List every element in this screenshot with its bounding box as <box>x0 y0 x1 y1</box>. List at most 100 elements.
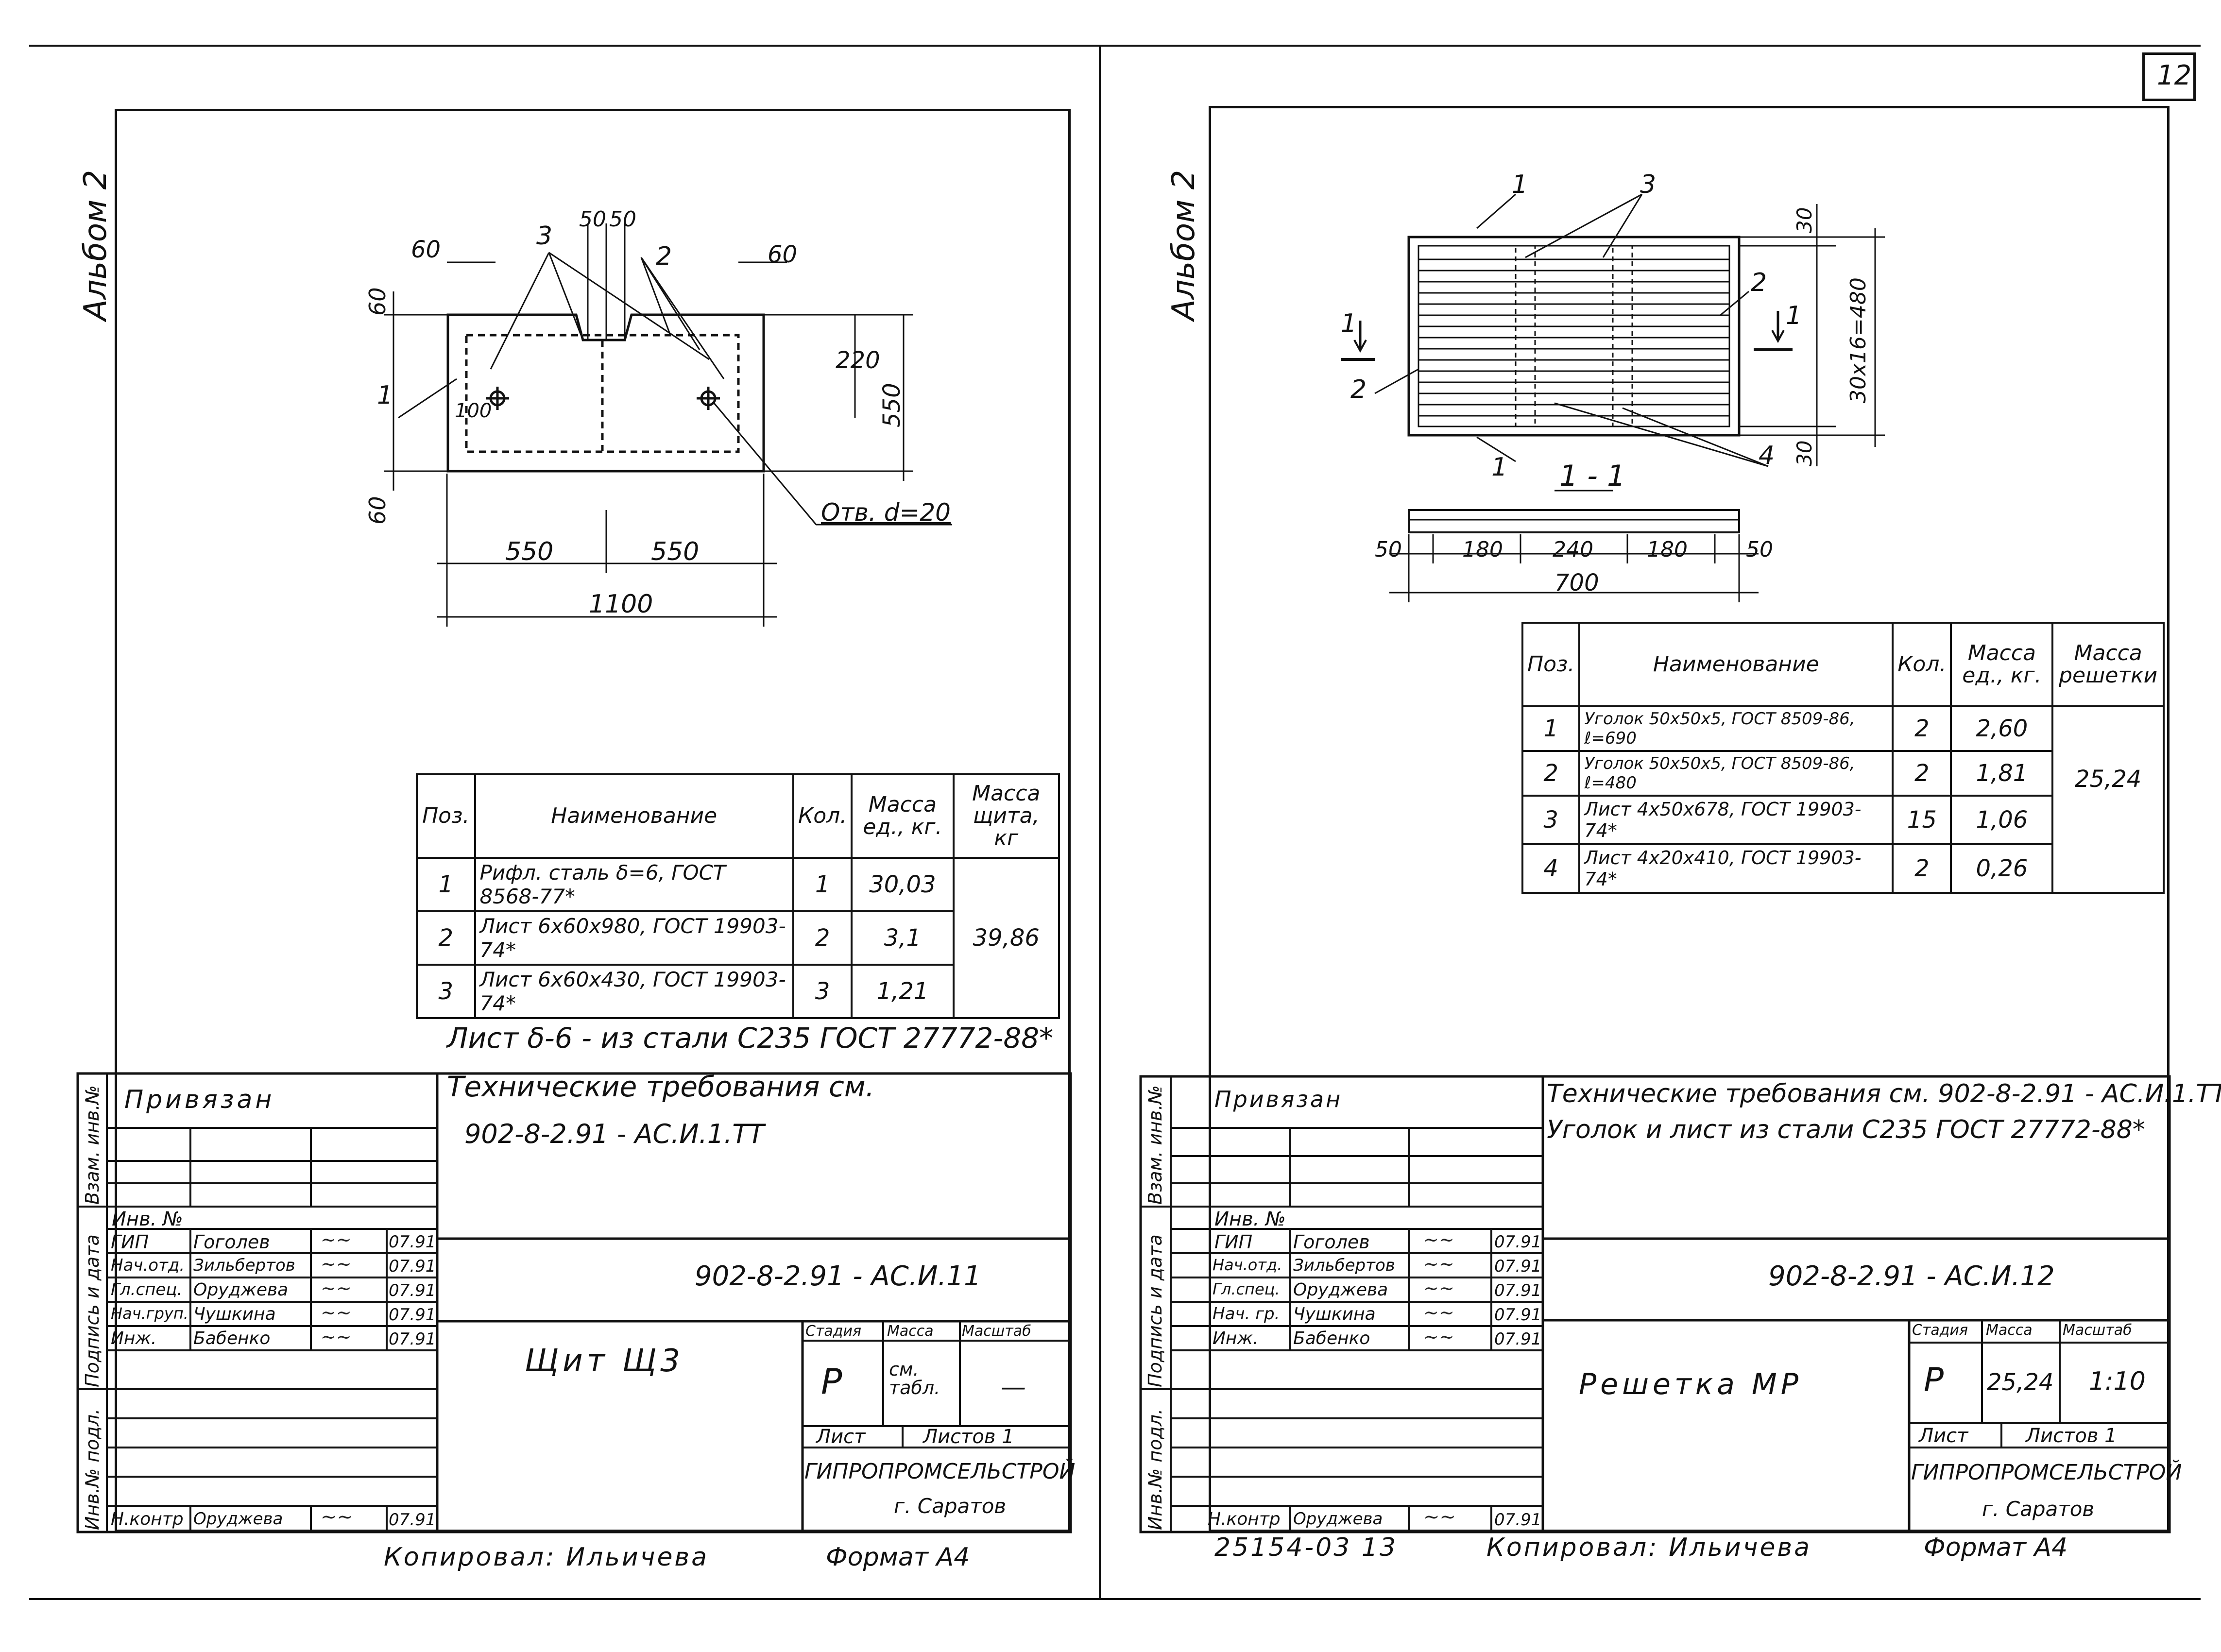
left-city: г. Саратов <box>894 1494 1007 1518</box>
table-row: 3 Лист 4х50х678, ГОСТ 19903-74* 15 1,06 <box>1521 795 2164 845</box>
right-drawing-title: Решетка МР <box>1579 1367 1802 1401</box>
right-archive-number: 25154-03 13 <box>1214 1533 1398 1562</box>
signer-date: 07.91 <box>389 1232 436 1252</box>
cut-mark-right: 1 <box>1786 301 1802 330</box>
hdr-qty: Кол. <box>1892 622 1952 707</box>
dim-60-top-left: 60 <box>411 236 441 263</box>
left-scale-value: — <box>1001 1373 1026 1402</box>
right-note-2: Уголок и лист из стали С235 ГОСТ 27772-8… <box>1547 1115 2145 1144</box>
signer-role: Гл.спец. <box>1213 1280 1280 1298</box>
dim-100: 100 <box>455 400 492 422</box>
cut-mark-left: 1 <box>1341 309 1357 338</box>
callout-1-bottom: 1 <box>1491 453 1508 482</box>
nkontr-role: Н.контр <box>111 1509 184 1529</box>
row-name: Уголок 50х50х5, ГОСТ 8509-86, ℓ=690 <box>1578 705 1894 752</box>
left-stage-header: Стадия <box>805 1323 862 1340</box>
signer-role: Нач.отд. <box>1213 1256 1282 1274</box>
right-copied-by: Копировал: Ильичева <box>1486 1533 1811 1562</box>
signer-date: 07.91 <box>1494 1232 1542 1252</box>
signature-image: ~~ <box>321 1253 352 1275</box>
signer-role: Нач.груп. <box>111 1304 188 1323</box>
signature-image: ~~ <box>321 1326 352 1347</box>
page-number: 12 <box>2157 60 2192 91</box>
dim-240: 240 <box>1553 537 1593 562</box>
row-qty: 2 <box>1892 750 1952 797</box>
row-mass: 0,26 <box>1950 843 2054 894</box>
table-row: 4 Лист 4х20х410, ГОСТ 19903-74* 2 0,26 <box>1521 843 2164 894</box>
signer-date: 07.91 <box>389 1281 436 1300</box>
row-pos: 3 <box>1521 795 1581 845</box>
row-mass: 2,60 <box>1950 705 2054 752</box>
right-mass-header: Масса <box>1986 1322 2033 1339</box>
nkontr-date: 07.91 <box>389 1510 436 1530</box>
left-privyazan: Привязан <box>124 1085 275 1114</box>
signer-name: Гоголев <box>193 1231 270 1253</box>
signature-image: ~~ <box>321 1277 352 1299</box>
right-org: ГИПРОПРОМСЕЛЬСТРОЙ <box>1911 1460 2182 1485</box>
callout-1: 1 <box>377 381 393 410</box>
hole-label: Отв. d=20 <box>821 498 951 527</box>
right-doc-code: 902-8-2.91 - АС.И.12 <box>1768 1260 2055 1292</box>
signer-role: ГИП <box>111 1231 149 1253</box>
dim-50-right: 50 <box>1746 537 1773 562</box>
callout-2: 2 <box>656 242 672 271</box>
left-note-2: Технические требования см. <box>447 1070 875 1103</box>
dim-30-bottom: 30 <box>1793 440 1816 466</box>
left-inv-no: Инв. № <box>112 1208 183 1230</box>
right-privyazan: Привязан <box>1214 1086 1343 1112</box>
signature-image: ~~ <box>1423 1302 1454 1323</box>
signer-date: 07.91 <box>1494 1281 1542 1300</box>
right-sheets-label: Листов 1 <box>2026 1425 2117 1447</box>
hdr-name: Наименование <box>1578 622 1894 707</box>
left-note-3: 902-8-2.91 - АС.И.1.ТТ <box>464 1119 765 1149</box>
row-pos: 1 <box>416 857 476 912</box>
left-note-1: Лист δ-6 - из стали С235 ГОСТ 27772-88* <box>447 1022 1054 1055</box>
dim-50-a: 50 <box>579 207 606 232</box>
row-pos: 1 <box>1521 705 1581 752</box>
row-name: Лист 4х50х678, ГОСТ 19903-74* <box>1578 795 1894 845</box>
row-mass: 1,81 <box>1950 750 2054 797</box>
dim-50-left: 50 <box>1375 537 1402 562</box>
signer-name: Бабенко <box>1293 1328 1370 1348</box>
callout-3: 3 <box>536 221 553 251</box>
nkontr-date: 07.91 <box>1494 1510 1542 1530</box>
callout-4: 4 <box>1759 441 1775 470</box>
dim-700: 700 <box>1555 569 1599 596</box>
left-spec-header: Поз. Наименование Кол. Масса ед., кг. Ма… <box>416 773 1060 859</box>
left-stage-value: Р <box>821 1361 842 1402</box>
nkontr-name: Оруджева <box>193 1509 283 1529</box>
right-side-label-sign: Подпись и дата <box>1145 1234 1166 1387</box>
signer-name: Зильбертов <box>1293 1256 1395 1275</box>
hdr-name: Наименование <box>474 773 795 859</box>
left-spec-table: Поз. Наименование Кол. Масса ед., кг. Ма… <box>416 773 1060 1019</box>
signer-name: Зильбертов <box>193 1256 295 1275</box>
row-pos: 3 <box>416 964 476 1019</box>
signer-date: 07.91 <box>389 1329 436 1349</box>
total-mass: 25,24 <box>2051 705 2165 894</box>
signer-date: 07.91 <box>389 1305 436 1325</box>
signer-name: Бабенко <box>193 1328 271 1348</box>
right-side-label-vzam: Взам. инв.№ <box>1145 1085 1166 1205</box>
right-scale-value: 1:10 <box>2089 1367 2146 1396</box>
right-stage-value: Р <box>1924 1361 1944 1399</box>
signature-image: ~~ <box>321 1506 354 1528</box>
signer-role: Нач.отд. <box>111 1256 185 1275</box>
hdr-mass-total: Масса щита, кг <box>952 773 1060 859</box>
hdr-mass-unit: Масса ед., кг. <box>851 773 955 859</box>
signature-image: ~~ <box>1423 1253 1454 1275</box>
dim-60-bottom-left: 60 <box>364 496 391 525</box>
section-label: 1 - 1 <box>1559 459 1626 493</box>
signer-date: 07.91 <box>1494 1329 1542 1349</box>
right-note-1: Технические требования см. 902-8-2.91 - … <box>1547 1079 2221 1108</box>
row-name: Рифл. сталь δ=6, ГОСТ 8568-77* <box>474 857 795 912</box>
nkontr-name: Оруджева <box>1293 1509 1383 1529</box>
table-row: 2 Лист 6х60х980, ГОСТ 19903-74* 2 3,1 <box>416 910 1059 966</box>
right-inv-no: Инв. № <box>1214 1208 1286 1230</box>
signature-image: ~~ <box>1423 1277 1454 1299</box>
signature-image: ~~ <box>1423 1229 1454 1250</box>
left-side-label-sign: Подпись и дата <box>82 1234 103 1387</box>
hdr-pos: Поз. <box>416 773 476 859</box>
left-copied-by: Копировал: Ильичева <box>384 1543 709 1572</box>
right-scale-header: Масштаб <box>2063 1322 2132 1339</box>
right-mass-value: 25,24 <box>1987 1369 2054 1396</box>
